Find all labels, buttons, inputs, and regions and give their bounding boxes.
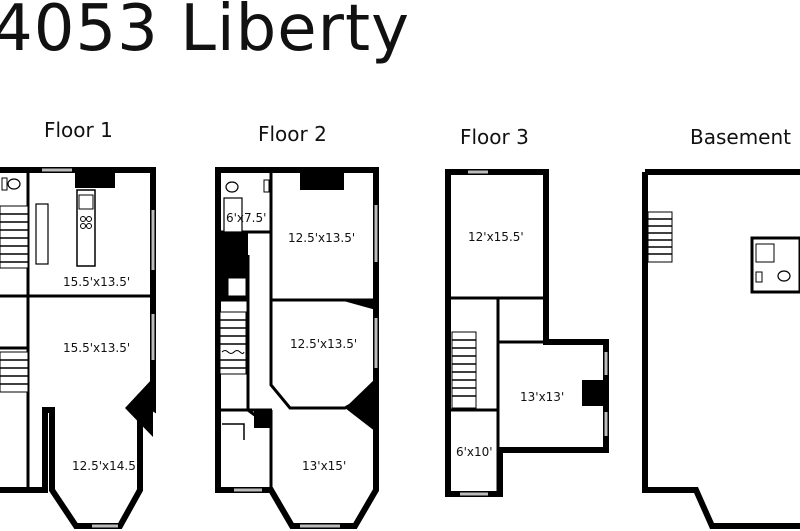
floor-3-plan: 12'x15.5' 13'x13' 6'x10' bbox=[445, 169, 609, 497]
room-label: 13'x13' bbox=[520, 390, 564, 404]
room-label: 15.5'x13.5' bbox=[63, 275, 130, 289]
basement-plan bbox=[642, 169, 800, 529]
room-label: 12.5'x14.5' bbox=[72, 459, 139, 473]
room-label: 12.5'x13.5' bbox=[290, 337, 357, 351]
room-label: 15.5'x13.5' bbox=[63, 341, 130, 355]
floor-2-plan: 6'x7.5' 12.5'x13.5' 12.5'x13.5' 13'x15' bbox=[215, 167, 379, 529]
floor-1-label: Floor 1 bbox=[44, 118, 113, 142]
floor-3-label: Floor 3 bbox=[460, 125, 529, 149]
page-title: 4053 Liberty bbox=[0, 0, 410, 66]
room-label: 13'x15' bbox=[302, 459, 346, 473]
floor-2-label: Floor 2 bbox=[258, 122, 327, 146]
room-label: 12.5'x13.5' bbox=[288, 231, 355, 245]
room-label: 6'x10' bbox=[456, 445, 493, 459]
room-label: 6'x7.5' bbox=[226, 211, 266, 225]
floor-1-plan: 15.5'x13.5' 15.5'x13.5' 12.5'x14.5' bbox=[0, 167, 156, 529]
basement-label: Basement bbox=[690, 125, 792, 149]
room-label: 12'x15.5' bbox=[468, 230, 524, 244]
